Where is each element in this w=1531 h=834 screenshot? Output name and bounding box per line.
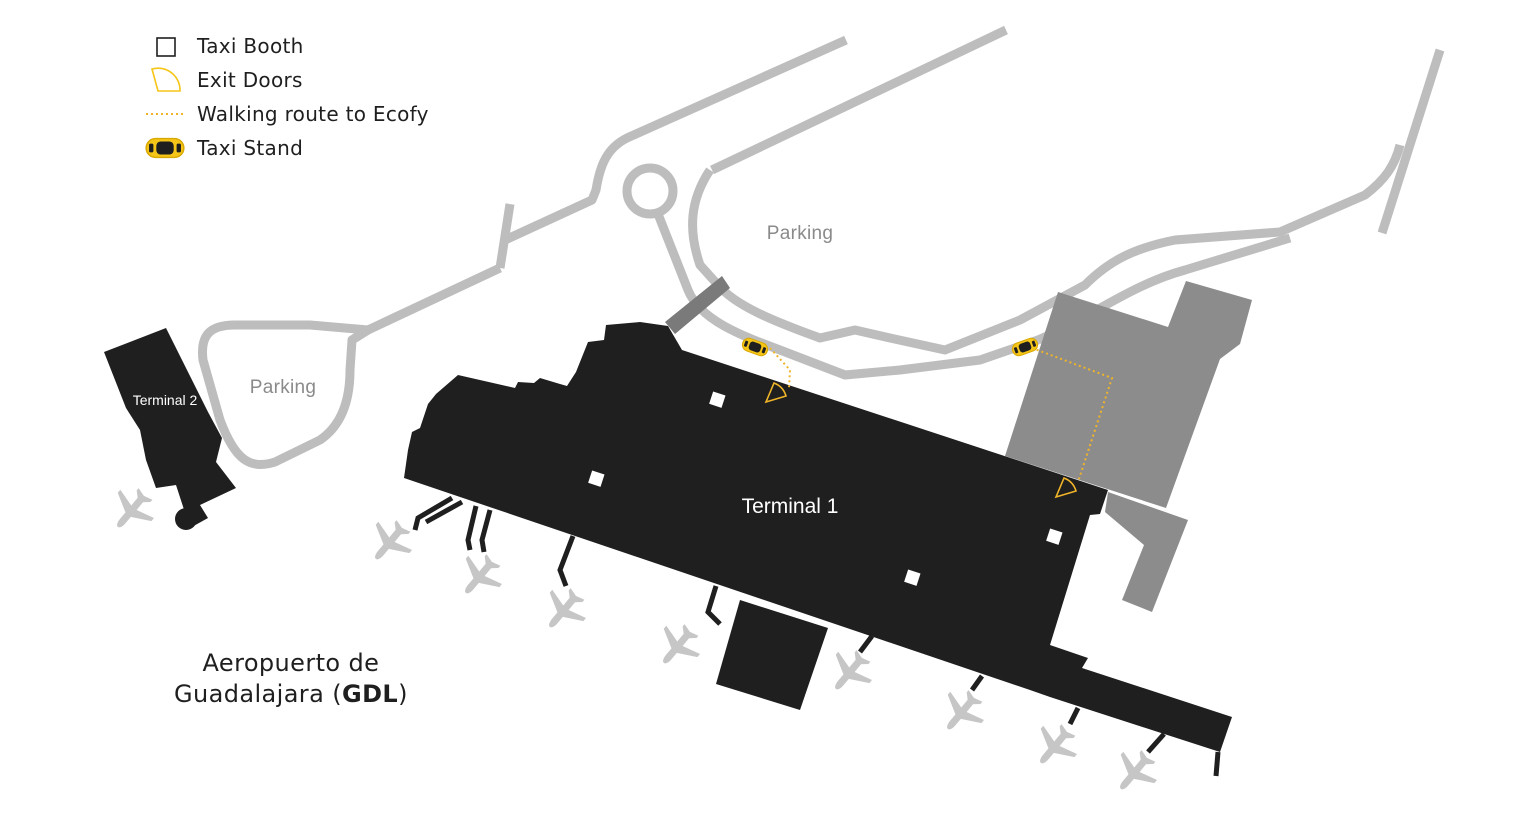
road-west-link [197,263,502,470]
terminal-1-label: Terminal 1 [742,495,839,518]
road-roundabout-south-b [688,143,1405,355]
airport-title-line1: Aeropuerto de [202,649,380,677]
airport-code: GDL [341,680,399,708]
terminal-1: Terminal 1 [404,322,1232,752]
airport-title-name: Guadalajara ( [174,680,342,708]
legend-label: Exit Doors [197,68,303,92]
roundabout [622,163,678,219]
legend-label: Taxi Booth [197,34,304,58]
airport-title-line2: Guadalajara (GDL) [174,679,408,710]
parking-building [665,276,1252,612]
jet-bridges [412,495,1221,777]
road-north-short [503,35,848,245]
road-east-vertical [1377,48,1445,235]
road-roundabout-south-a [653,212,1040,380]
road-network [197,25,1445,470]
parking-label-north: Parking [767,223,834,244]
terminal-2-label: Terminal 2 [133,392,198,408]
taxi-car-icon [145,137,185,159]
legend-label: Walking route to Ecofy [197,102,429,126]
legend-label: Taxi Stand [197,136,304,160]
parking-label-west: Parking [250,377,317,398]
walking-routes [769,347,1114,483]
airport-title-close: ) [398,680,408,708]
dotted-line-icon [146,113,186,115]
road-north-long [710,25,1008,175]
door-quarter-icon [151,67,181,92]
terminal-2: Terminal 2 [104,328,236,530]
road-north-spur [495,203,515,269]
square-outline-icon [156,37,176,57]
taxi-stand-icon [1010,335,1040,359]
airport-title: Aeropuerto de Guadalajara (GDL) [174,648,408,710]
